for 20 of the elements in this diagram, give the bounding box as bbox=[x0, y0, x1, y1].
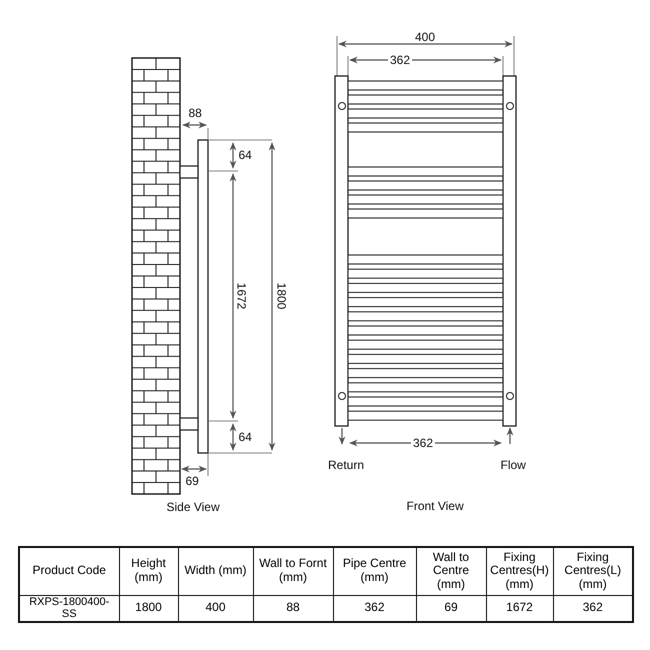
dimension-value: 88 bbox=[188, 107, 202, 119]
column-header: Wall to Fornt (mm) bbox=[253, 547, 333, 595]
dimension-value: 69 bbox=[186, 475, 199, 487]
view-caption: Side View bbox=[166, 501, 220, 513]
dimension-value: 1800 bbox=[274, 282, 287, 310]
flow-label: Flow bbox=[500, 459, 526, 471]
dimension-value: 362 bbox=[388, 54, 412, 66]
dimension-value: 64 bbox=[238, 431, 252, 443]
column-header: Height (mm) bbox=[119, 547, 178, 595]
column-header: Fixing Centres(H) (mm) bbox=[486, 547, 553, 595]
dimension-value: 362 bbox=[411, 437, 436, 449]
column-header: Width (mm) bbox=[178, 547, 253, 595]
dimension-value: 64 bbox=[238, 149, 252, 161]
view-caption: Front View bbox=[406, 500, 464, 512]
column-header: Product Code bbox=[19, 547, 119, 595]
dimension-value: 400 bbox=[415, 31, 436, 43]
dimension-value: 1672 bbox=[234, 282, 247, 310]
flow-label: Return bbox=[328, 459, 364, 471]
column-header: Wall to Centre (mm) bbox=[416, 547, 486, 595]
column-header: Pipe Centre (mm) bbox=[333, 547, 416, 595]
